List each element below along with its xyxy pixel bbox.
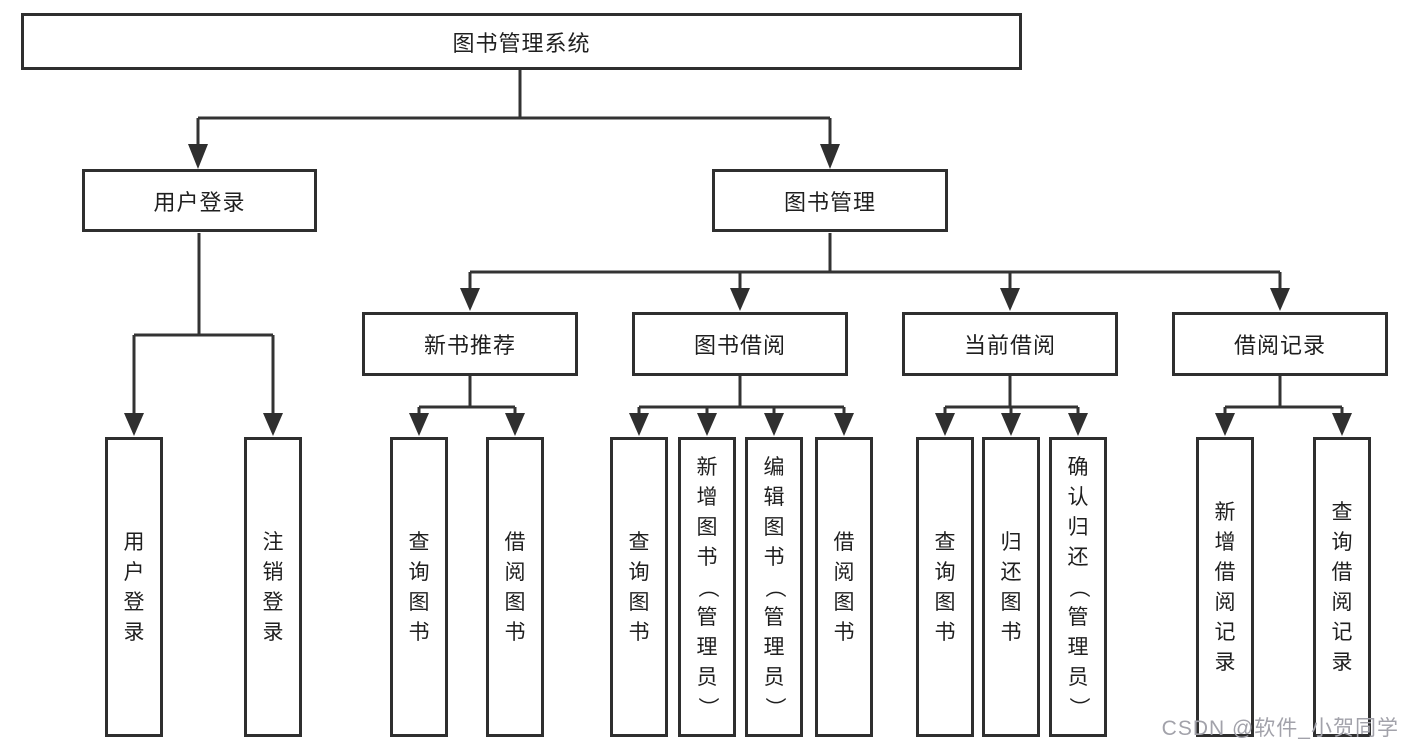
node-book-borrowing: 图书借阅 xyxy=(632,312,848,376)
leaf-cb-confirm-return-admin: 确认归还（管理员） xyxy=(1049,437,1107,737)
node-user-login: 用户登录 xyxy=(82,169,317,232)
leaf-br-add-borrow-record: 新增借阅记录 xyxy=(1196,437,1254,737)
leaf-cb-query-books: 查询图书 xyxy=(916,437,974,737)
node-current-borrowing: 当前借阅 xyxy=(902,312,1118,376)
leaf-bb-borrow-books: 借阅图书 xyxy=(815,437,873,737)
connector-book-borrowing-to-leaves xyxy=(637,376,846,416)
leaf-bb-add-books-admin: 新增图书（管理员） xyxy=(678,437,736,737)
leaf-user-login: 用户登录 xyxy=(105,437,163,737)
arrowhead xyxy=(1000,288,1020,311)
arrowhead xyxy=(505,413,525,436)
arrowhead xyxy=(1270,288,1290,311)
arrowhead xyxy=(263,413,283,436)
leaf-nbr-query-books: 查询图书 xyxy=(390,437,448,737)
node-book-management: 图书管理 xyxy=(712,169,948,232)
arrowhead xyxy=(935,413,955,436)
node-root: 图书管理系统 xyxy=(21,13,1022,70)
arrowhead xyxy=(834,413,854,436)
leaf-bb-query-books: 查询图书 xyxy=(610,437,668,737)
arrowhead xyxy=(188,144,208,169)
arrowhead xyxy=(124,413,144,436)
leaf-bb-edit-books-admin: 编辑图书（管理员） xyxy=(745,437,803,737)
arrowhead xyxy=(820,144,840,169)
leaf-br-query-borrow-record: 查询借阅记录 xyxy=(1313,437,1371,737)
connector-book-management-to-level3 xyxy=(468,233,1282,290)
arrowhead xyxy=(409,413,429,436)
connector-current-borrowing-to-leaves xyxy=(943,376,1080,416)
arrowhead xyxy=(697,413,717,436)
node-new-book-recommendation: 新书推荐 xyxy=(362,312,578,376)
connector-new-book-recommendation-to-leaves xyxy=(417,376,517,416)
arrowhead xyxy=(764,413,784,436)
leaf-logout-login: 注销登录 xyxy=(244,437,302,737)
leaf-nbr-borrow-books: 借阅图书 xyxy=(486,437,544,737)
arrowhead xyxy=(629,413,649,436)
connector-borrowing-records-to-leaves xyxy=(1223,376,1344,416)
arrowhead xyxy=(1332,413,1352,436)
arrowhead xyxy=(1068,413,1088,436)
arrowhead xyxy=(1215,413,1235,436)
connector-root-to-level2 xyxy=(196,70,832,146)
node-borrowing-records: 借阅记录 xyxy=(1172,312,1388,376)
connector-user-login-to-leaves xyxy=(132,233,275,416)
arrowhead xyxy=(730,288,750,311)
leaf-cb-return-books: 归还图书 xyxy=(982,437,1040,737)
arrowhead xyxy=(1001,413,1021,436)
arrowhead xyxy=(460,288,480,311)
csdn-watermark: CSDN @软件_小贺同学 xyxy=(1161,717,1399,740)
